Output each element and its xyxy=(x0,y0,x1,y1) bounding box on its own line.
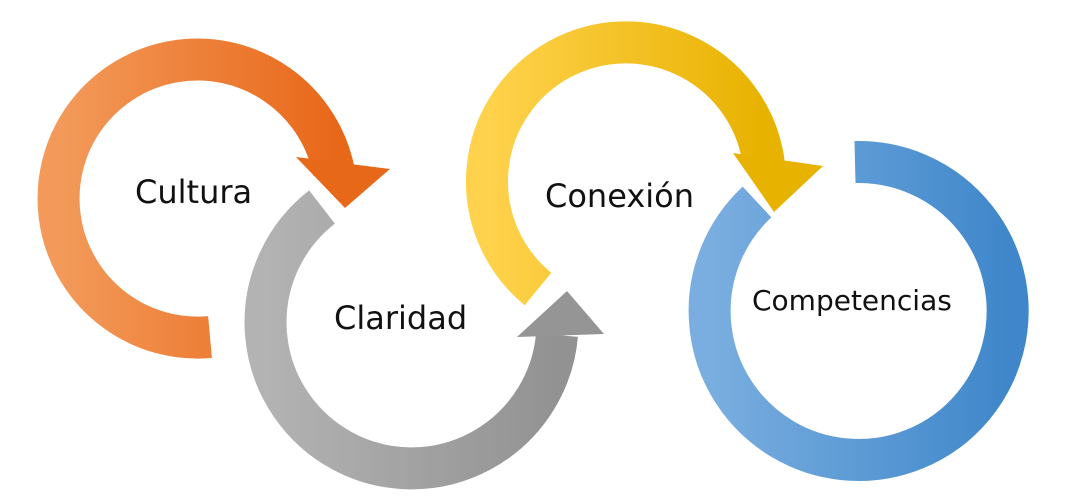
cultura-arc xyxy=(37,38,355,359)
conexion-arrow xyxy=(466,21,823,306)
claridad-arrow xyxy=(244,190,604,490)
conexion-arc xyxy=(466,21,785,306)
cultura-arrow xyxy=(37,38,390,359)
cultura-arrowhead xyxy=(296,157,390,208)
conexion-arrowhead xyxy=(733,153,823,212)
claridad-arrowhead xyxy=(517,291,604,337)
claridad-arc xyxy=(244,190,578,490)
step-label-conexion: Conexión xyxy=(545,177,695,215)
step-label-competencias: Competencias xyxy=(752,284,952,317)
competencias-ring xyxy=(688,140,1029,481)
step-label-claridad: Claridad xyxy=(334,299,468,337)
competencias-arc xyxy=(688,140,1029,481)
step-label-cultura: Cultura xyxy=(135,173,253,211)
